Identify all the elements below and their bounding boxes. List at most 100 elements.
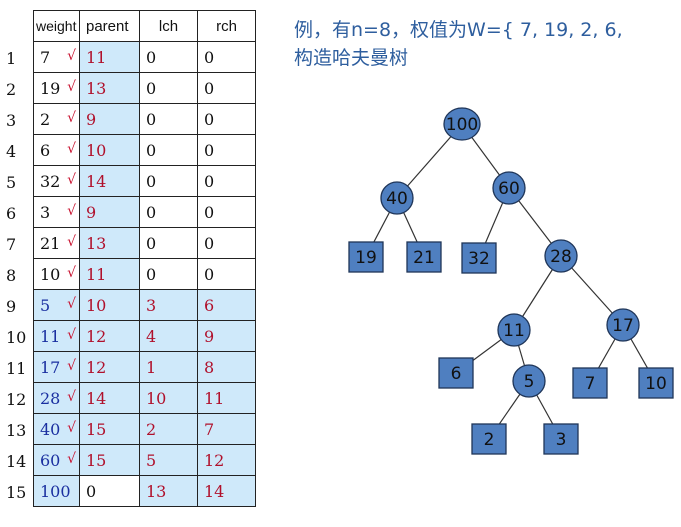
rch-cell: 0 xyxy=(197,227,256,259)
table-header-row: weight parent lch rch xyxy=(33,10,256,42)
node-circle xyxy=(544,239,578,273)
node-circle xyxy=(443,107,481,141)
check-mark-icon: √ xyxy=(67,233,76,250)
row-number: 9 xyxy=(6,297,17,316)
node-label: 21 xyxy=(413,248,435,268)
node-label: 2 xyxy=(484,430,495,450)
rch-cell: 6 xyxy=(197,289,256,321)
node-label: 28 xyxy=(550,247,572,267)
tree-internal-node: 40 xyxy=(380,181,414,215)
weight-cell: 28√ xyxy=(33,382,80,414)
node-label: 100 xyxy=(446,115,478,135)
parent-cell: 9 xyxy=(79,103,140,135)
node-label: 6 xyxy=(451,364,462,384)
row-number: 7 xyxy=(6,235,17,254)
lch-cell: 0 xyxy=(139,72,198,104)
lch-cell: 4 xyxy=(139,320,198,352)
weight-cell: 3√ xyxy=(33,196,80,228)
check-mark-icon: √ xyxy=(67,357,76,374)
weight-cell: 10√ xyxy=(33,258,80,290)
parent-cell: 9 xyxy=(79,196,140,228)
node-label: 5 xyxy=(524,372,535,392)
node-label: 7 xyxy=(585,374,596,394)
lch-cell: 0 xyxy=(139,258,198,290)
check-mark-icon: √ xyxy=(67,109,76,126)
node-square xyxy=(406,241,442,273)
lch-cell: 2 xyxy=(139,413,198,445)
tree-internal-node: 28 xyxy=(544,239,578,273)
row-number: 15 xyxy=(6,483,27,502)
check-mark-icon: √ xyxy=(67,264,76,281)
rch-cell: 9 xyxy=(197,320,256,352)
node-square xyxy=(543,423,579,455)
node-circle xyxy=(497,313,531,347)
tree-leaf-node: 2 xyxy=(471,423,507,455)
weight-value: 3 xyxy=(40,202,51,222)
weight-value: 5 xyxy=(40,295,51,315)
tree-edges xyxy=(365,123,657,440)
rch-cell: 14 xyxy=(197,475,256,507)
tree-leaf-node: 6 xyxy=(438,357,474,389)
rch-cell: 12 xyxy=(197,444,256,476)
weight-value: 2 xyxy=(40,109,51,129)
node-square xyxy=(438,357,474,389)
weight-value: 32 xyxy=(40,171,61,191)
parent-cell: 12 xyxy=(79,320,140,352)
weight-value: 40 xyxy=(40,419,61,439)
lch-cell: 0 xyxy=(139,41,198,73)
lch-cell: 0 xyxy=(139,134,198,166)
node-label: 3 xyxy=(556,430,567,450)
node-label: 17 xyxy=(612,316,634,336)
node-label: 19 xyxy=(355,248,377,268)
check-mark-icon: √ xyxy=(67,326,76,343)
tree-leaf-node: 19 xyxy=(348,241,384,273)
row-number: 8 xyxy=(6,266,17,285)
check-mark-icon: √ xyxy=(67,450,76,467)
rch-cell: 0 xyxy=(197,72,256,104)
check-mark-icon: √ xyxy=(67,295,76,312)
row-number: 13 xyxy=(6,421,27,440)
lch-cell: 10 xyxy=(139,382,198,414)
row-number: 3 xyxy=(6,111,17,130)
node-square xyxy=(471,423,507,455)
header-rch: rch xyxy=(197,10,256,42)
weight-cell: 5√ xyxy=(33,289,80,321)
tree-leaf-node: 3 xyxy=(543,423,579,455)
weight-value: 17 xyxy=(40,357,61,377)
node-square xyxy=(638,367,674,399)
weight-cell: 11 √ xyxy=(33,320,80,352)
weight-value: 11 xyxy=(40,326,61,346)
parent-cell: 10 xyxy=(79,289,140,321)
node-label: 10 xyxy=(645,374,667,394)
node-square xyxy=(461,242,497,274)
node-circle xyxy=(380,181,414,215)
node-circle xyxy=(512,364,546,398)
weight-cell: 21 √ xyxy=(33,227,80,259)
tree-internal-node: 17 xyxy=(606,308,640,342)
check-mark-icon: √ xyxy=(67,78,76,95)
tree-leaf-node: 7 xyxy=(572,367,608,399)
node-label: 11 xyxy=(503,321,525,341)
lch-cell: 0 xyxy=(139,196,198,228)
weight-value: 21 xyxy=(40,233,61,253)
row-number: 14 xyxy=(6,452,27,471)
weight-value: 19 xyxy=(40,78,61,98)
parent-cell: 13 xyxy=(79,72,140,104)
row-number: 10 xyxy=(6,328,27,347)
tree-leaf-node: 21 xyxy=(406,241,442,273)
parent-cell: 12 xyxy=(79,351,140,383)
row-number: 12 xyxy=(6,390,27,409)
tree-internal-node: 5 xyxy=(512,364,546,398)
lch-cell: 0 xyxy=(139,103,198,135)
